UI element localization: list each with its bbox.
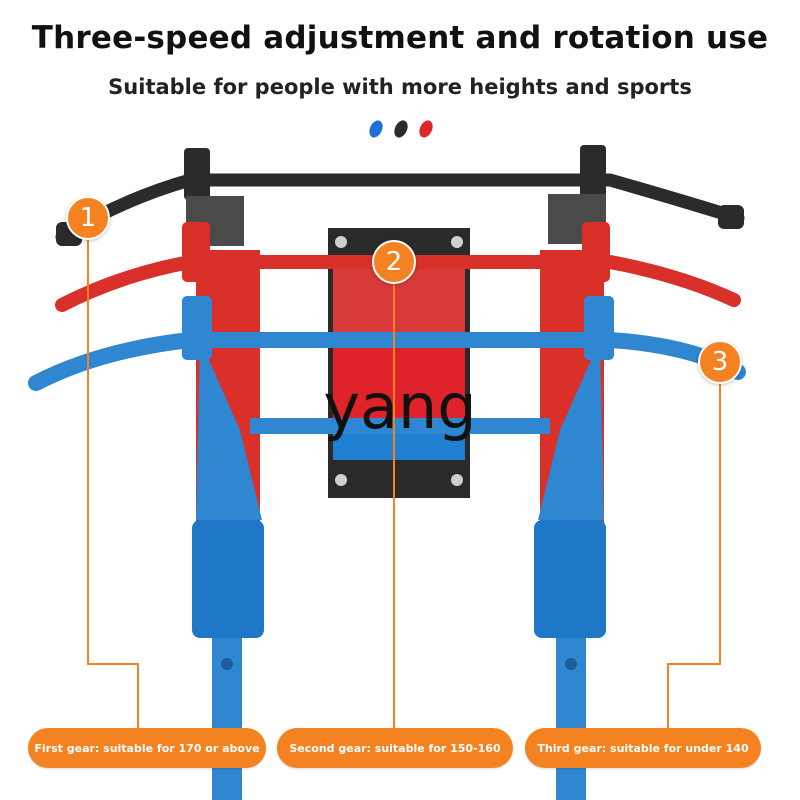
- gear-caption-1: First gear: suitable for 170 or above: [28, 728, 266, 768]
- gear-badge-3: 3: [698, 340, 742, 384]
- blue-pullup-bar: [28, 296, 746, 800]
- wall-mount-plate: [328, 228, 470, 498]
- color-dot-red[interactable]: [417, 118, 435, 139]
- color-options: [367, 118, 435, 139]
- leader-lines: [87, 240, 721, 728]
- gear-caption-3: Third gear: suitable for under 140: [525, 728, 761, 768]
- headline: Three-speed adjustment and rotation use: [31, 20, 769, 56]
- gear-badge-1: 1: [66, 196, 110, 240]
- gear-caption-2: Second gear: suitable for 150-160: [277, 728, 513, 768]
- color-dot-black[interactable]: [392, 118, 410, 139]
- watermark-text: yang: [323, 370, 477, 443]
- leader-line-1: [87, 240, 139, 728]
- leader-line-3: [667, 384, 721, 728]
- gear-badge-2: 2: [372, 240, 416, 284]
- subheadline: Suitable for people with more heights an…: [108, 75, 692, 99]
- color-dot-blue[interactable]: [367, 118, 385, 139]
